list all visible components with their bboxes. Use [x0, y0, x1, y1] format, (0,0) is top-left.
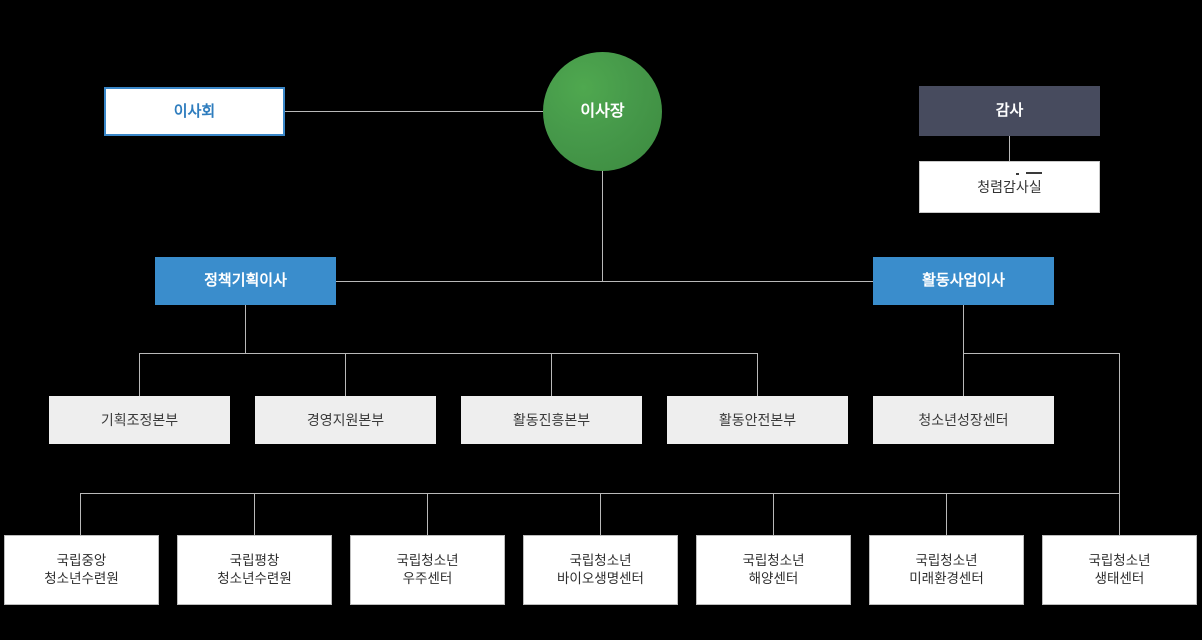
node-director-activity-business[interactable]: 활동사업이사	[873, 257, 1054, 305]
node-department-activity-promotion[interactable]: 활동진흥본부	[461, 396, 642, 444]
connector-drop-dept-1	[139, 353, 140, 396]
node-chairman-label: 이사장	[580, 102, 625, 120]
connector-activity-branch-right	[963, 353, 1120, 354]
node-audit-office[interactable]: 청렴감사실	[919, 161, 1100, 213]
node-auditor-label: 감사	[995, 102, 1024, 120]
connector-drop-facility-2	[254, 493, 255, 535]
node-department-management-support-label: 경영지원본부	[306, 411, 385, 428]
connector-board-to-chairman	[285, 111, 543, 112]
node-department-youth-growth-center-label: 청소년성장센터	[918, 411, 1009, 428]
stray-dot-artifact	[1016, 173, 1019, 175]
node-facility-pyeongchang-youth-training[interactable]: 국립평창 청소년수련원	[177, 535, 332, 605]
node-facility-youth-ecology-center-label: 국립청소년 생태센터	[1088, 553, 1151, 586]
connector-activity-branch-down	[1119, 353, 1120, 535]
connector-auditor-to-office	[1009, 136, 1010, 161]
node-facility-youth-biolife-center-label: 국립청소년 바이오생명센터	[557, 553, 644, 586]
node-facility-youth-marine-center-label: 국립청소년 해양센터	[742, 553, 805, 586]
connector-drop-facility-1	[80, 493, 81, 535]
node-facility-youth-future-environment-center-label: 국립청소년 미래환경센터	[909, 553, 984, 586]
node-facility-youth-space-center-label: 국립청소년 우주센터	[396, 553, 459, 586]
node-director-policy-planning-label: 정책기획이사	[204, 272, 287, 290]
node-chairman[interactable]: 이사장	[543, 52, 662, 171]
node-department-management-support[interactable]: 경영지원본부	[255, 396, 436, 444]
node-board-of-directors[interactable]: 이사회	[104, 87, 285, 136]
connector-drop-facility-6	[946, 493, 947, 535]
node-facility-youth-marine-center[interactable]: 국립청소년 해양센터	[696, 535, 851, 605]
node-board-label: 이사회	[173, 102, 216, 120]
node-facility-youth-future-environment-center[interactable]: 국립청소년 미래환경센터	[869, 535, 1024, 605]
node-facility-youth-space-center[interactable]: 국립청소년 우주센터	[350, 535, 505, 605]
connector-drop-dept-2	[345, 353, 346, 396]
node-facility-pyeongchang-youth-training-label: 국립평창 청소년수련원	[217, 553, 292, 586]
node-department-activity-promotion-label: 활동진흥본부	[512, 411, 591, 428]
stray-dash-artifact	[1026, 172, 1042, 174]
node-department-youth-growth-center[interactable]: 청소년성장센터	[873, 396, 1054, 444]
connector-drop-facility-5	[773, 493, 774, 535]
node-department-planning-coordination-label: 기획조정본부	[100, 411, 179, 428]
connector-drop-dept-4	[757, 353, 758, 396]
node-department-activity-safety-label: 활동안전본부	[718, 411, 797, 428]
connector-drop-facility-4	[600, 493, 601, 535]
connector-chairman-down	[602, 170, 603, 281]
node-director-policy-planning[interactable]: 정책기획이사	[155, 257, 336, 305]
node-department-activity-safety[interactable]: 활동안전본부	[667, 396, 848, 444]
node-auditor[interactable]: 감사	[919, 86, 1100, 136]
node-audit-office-label: 청렴감사실	[977, 178, 1042, 195]
connector-director-bus	[336, 281, 873, 282]
node-facility-central-youth-training-label: 국립중앙 청소년수련원	[44, 553, 119, 586]
node-facility-youth-biolife-center[interactable]: 국립청소년 바이오생명센터	[523, 535, 678, 605]
connector-activity-director-down	[963, 305, 964, 396]
node-department-planning-coordination[interactable]: 기획조정본부	[49, 396, 230, 444]
connector-policy-director-down	[245, 305, 246, 353]
connector-drop-facility-3	[427, 493, 428, 535]
connector-department-bus	[139, 353, 758, 354]
connector-drop-dept-3	[551, 353, 552, 396]
node-facility-youth-ecology-center[interactable]: 국립청소년 생태센터	[1042, 535, 1197, 605]
node-director-activity-business-label: 활동사업이사	[922, 272, 1005, 290]
node-facility-central-youth-training[interactable]: 국립중앙 청소년수련원	[4, 535, 159, 605]
